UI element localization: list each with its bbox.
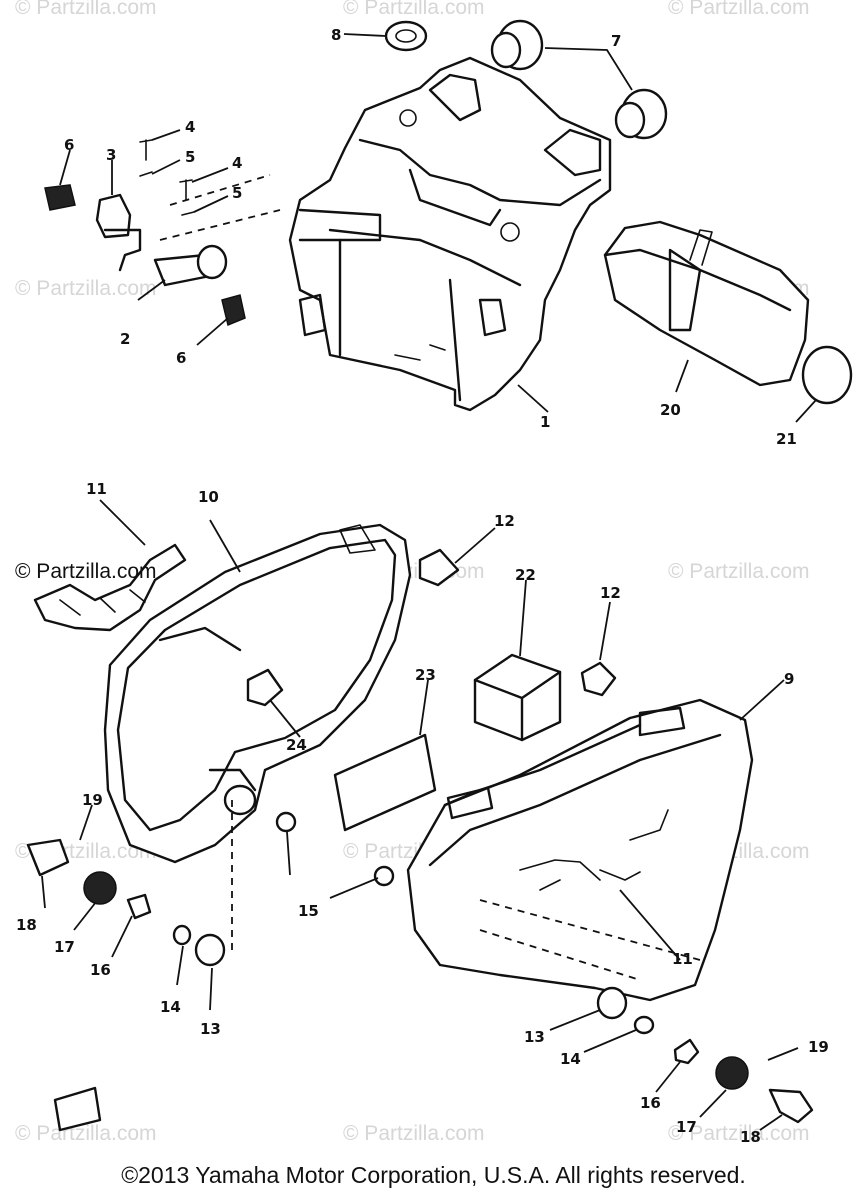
callout-label: 4	[232, 154, 242, 172]
damper-part-7	[490, 19, 668, 140]
callout-label: 4	[185, 118, 195, 136]
callout-label: 8	[331, 26, 341, 44]
callout-label: 9	[784, 670, 794, 688]
callout-label: 11	[86, 480, 107, 498]
callout-label: 11	[672, 950, 693, 968]
watermark-prominent: © Partzilla.com	[15, 560, 157, 583]
callout-label: 5	[185, 148, 195, 166]
callout-label: 17	[54, 938, 75, 956]
watermark: © Partzilla.com	[15, 277, 157, 300]
tool-bag-part-20	[603, 220, 810, 387]
callout-label: 3	[106, 146, 116, 164]
callout-label: 18	[16, 916, 37, 934]
watermark: © Partzilla.com	[15, 0, 157, 19]
callout-numbers: 8 7 4 5 4 5 6 3 2 6 1 20 21 11 10 12 22 …	[16, 26, 829, 1146]
callout-label: 22	[515, 566, 536, 584]
callout-label: 18	[740, 1128, 761, 1146]
callout-label: 23	[415, 666, 436, 684]
callout-label: 24	[286, 736, 307, 754]
callout-label: 6	[176, 349, 186, 367]
watermark: © Partzilla.com	[668, 1122, 810, 1145]
callout-label: 12	[600, 584, 621, 602]
callout-label: 17	[676, 1118, 697, 1136]
battery-box-frame	[288, 56, 612, 412]
watermark: © Partzilla.com	[15, 1122, 157, 1145]
callout-label: 12	[494, 512, 515, 530]
callout-label: 13	[200, 1020, 221, 1038]
callout-label: 14	[560, 1050, 581, 1068]
grommet-part-12-lower	[580, 661, 617, 697]
copyright-notice: ©2013 Yamaha Motor Corporation, U.S.A. A…	[121, 1162, 746, 1188]
callout-label: 19	[808, 1038, 829, 1056]
callout-label: 7	[611, 32, 621, 50]
bracket-part-11-upper	[33, 543, 187, 632]
ring-part-21	[801, 345, 853, 405]
grommet-part-8	[384, 20, 428, 52]
grommet-part-12-upper	[418, 548, 460, 587]
watermark: © Partzilla.com	[668, 0, 810, 19]
callout-label: 16	[90, 961, 111, 979]
watermark: © Partzilla.com	[343, 0, 485, 19]
fasteners-lower	[26, 784, 814, 1132]
watermark: © Partzilla.com	[343, 1122, 485, 1145]
callout-label: 16	[640, 1094, 661, 1112]
label-part-23	[333, 733, 437, 832]
callout-label: 20	[660, 401, 681, 419]
callout-label: 5	[232, 184, 242, 202]
callout-label: 15	[298, 902, 319, 920]
watermark: © Partzilla.com	[668, 560, 810, 583]
callout-label: 10	[198, 488, 219, 506]
callout-label: 1	[540, 413, 550, 431]
bracket-parts-2-6	[44, 139, 281, 327]
side-cover-part-9	[406, 698, 754, 1002]
callout-label: 2	[120, 330, 130, 348]
callout-label: 13	[524, 1028, 545, 1046]
grommet-part-24	[246, 668, 284, 707]
callout-label: 19	[82, 791, 103, 809]
callout-label: 21	[776, 430, 797, 448]
callout-label: 6	[64, 136, 74, 154]
callout-label: 14	[160, 998, 181, 1016]
